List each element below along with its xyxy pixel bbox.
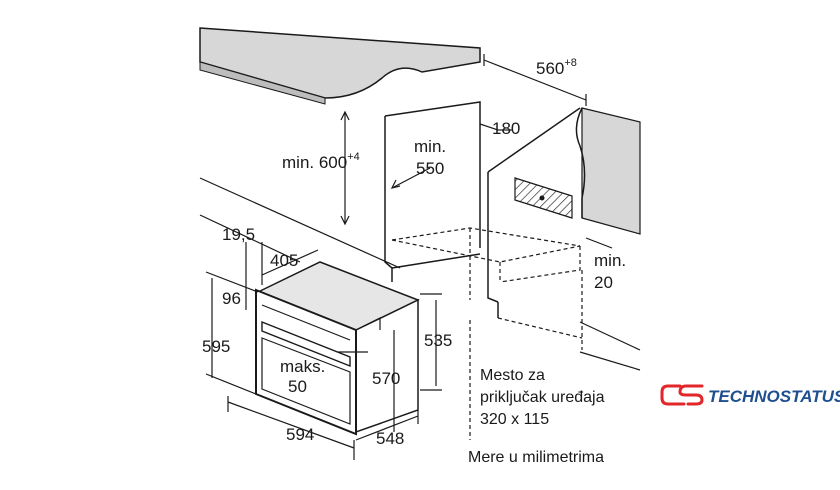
dim-548: 548 [376, 429, 404, 448]
logo-text: TECHNOSTATUS [708, 387, 840, 406]
dim-min-550-line2: 550 [416, 159, 444, 178]
dim-19-5: 19,5 [222, 225, 255, 244]
dimension-lines [205, 54, 613, 460]
dim-min-550-line1: min. [414, 137, 446, 156]
dim-594: 594 [286, 425, 314, 444]
dim-570: 570 [372, 369, 400, 388]
right-wall [575, 107, 641, 235]
niche-cabinet [384, 101, 581, 318]
dim-min-20-line1: min. [594, 251, 626, 270]
units-note: Mere u milimetrima [468, 449, 604, 466]
dim-maks-50-line1: maks. [280, 357, 325, 376]
dim-560: 560+8 [536, 57, 577, 78]
dim-595: 595 [202, 337, 230, 356]
floor-lines [199, 177, 641, 371]
niche-floor-outline [391, 227, 583, 440]
dim-180: 180 [492, 119, 520, 138]
connection-area [514, 177, 573, 219]
dim-min-20-line2: 20 [594, 273, 613, 292]
oven [255, 261, 420, 436]
dim-535: 535 [424, 331, 452, 350]
countertop [199, 27, 481, 105]
connection-note-line3: 320 x 115 [480, 411, 549, 428]
dim-405: 405 [270, 251, 298, 270]
connection-note-line2: priključak uređaja [480, 389, 605, 406]
logo-mark-icon [660, 384, 704, 406]
dim-96: 96 [222, 289, 241, 308]
dim-min-600: min. 600+4 [282, 151, 360, 172]
technostatus-logo: TECHNOSTATUS [660, 384, 840, 406]
dim-maks-50-line2: 50 [288, 377, 307, 396]
connection-note-line1: Mesto za [480, 367, 545, 384]
